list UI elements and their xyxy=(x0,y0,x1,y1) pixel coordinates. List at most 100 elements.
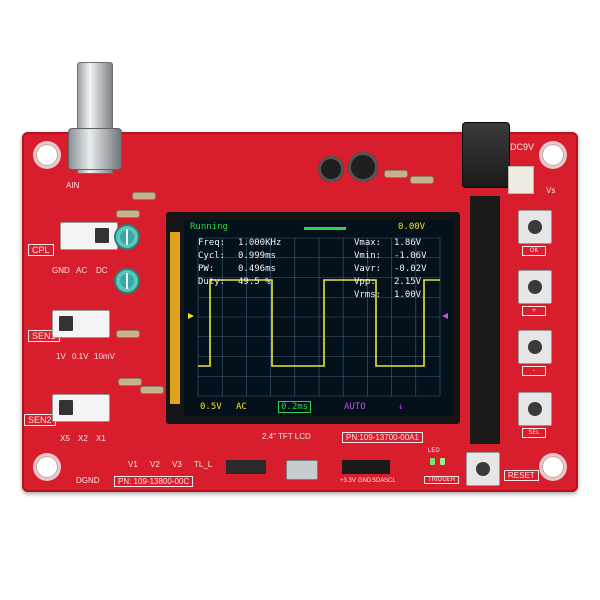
measurement-left-row: Freq:1.000KHz xyxy=(198,238,281,248)
i2c-pin-scl: SCL xyxy=(384,478,396,484)
trigger-edge: ↓ xyxy=(398,402,404,412)
measurement-right-label: Vrms: xyxy=(354,290,382,300)
usb-port[interactable] xyxy=(286,460,318,480)
measurement-right-value: 1.86V xyxy=(394,238,422,248)
trigger-marker xyxy=(188,313,194,319)
resistor xyxy=(116,330,140,338)
trim-potentiometer[interactable] xyxy=(116,226,138,248)
measurement-right-row: Vmin: -1.06V xyxy=(354,251,427,261)
measurement-right-value: 1.00V xyxy=(394,290,422,300)
sen2-option-x2: X2 xyxy=(78,434,88,443)
test-point-v1: V1 xyxy=(128,460,138,469)
measurement-left-value: 49.5 % xyxy=(238,277,271,287)
mounting-hole-bottom-right xyxy=(542,456,564,478)
power-connector[interactable] xyxy=(508,166,534,194)
coupling-mode: AC xyxy=(236,402,247,412)
trim-potentiometer[interactable] xyxy=(116,270,138,292)
resistor xyxy=(118,378,142,386)
plus-button[interactable] xyxy=(518,270,552,304)
measurement-left-value: 0.999ms xyxy=(238,251,276,261)
measurement-left-label: Duty: xyxy=(198,277,226,287)
mounting-hole-top-left xyxy=(36,144,58,166)
measurement-left-label: Freq: xyxy=(198,238,226,248)
offset-value: 0.00V xyxy=(398,222,426,232)
reset-button[interactable] xyxy=(466,452,500,486)
sen2-option-x5: X5 xyxy=(60,434,70,443)
measurement-left-label: Cycl: xyxy=(198,251,226,261)
test-point-v3: V3 xyxy=(172,460,182,469)
sel-button[interactable] xyxy=(518,392,552,426)
bnc-connector-base xyxy=(68,128,122,170)
resistor xyxy=(384,170,408,178)
i2c-pin-gnd: GND xyxy=(358,478,372,484)
i2c-pin-3v3: +3.3V xyxy=(340,478,356,484)
bnc-label: AIN xyxy=(66,181,80,190)
board-part-number: PN: 109-13800-00C xyxy=(114,476,194,487)
trigger-label: TRIGGER xyxy=(424,476,460,484)
trigger-mode: AUTO xyxy=(344,402,366,412)
test-point-v2: V2 xyxy=(150,460,160,469)
resistor xyxy=(140,386,164,394)
measurement-right-value: 2.15V xyxy=(394,277,422,287)
measurement-left-label: PW: xyxy=(198,264,215,274)
sel-button-label: SEL xyxy=(522,428,546,438)
square-waveform xyxy=(198,279,440,367)
measurement-right-label: Vpp: xyxy=(354,277,376,287)
measurement-right-row: Vmax: 1.86V xyxy=(354,238,421,248)
ground-label: DGND xyxy=(76,476,100,485)
status-running: Running xyxy=(190,222,228,232)
measurement-left-row: Cycl: 0.999ms xyxy=(198,251,276,261)
volts-per-div: 0.5V xyxy=(200,402,222,412)
mounting-hole-top-right xyxy=(542,144,564,166)
power-label: DC9V xyxy=(510,142,535,152)
resistor xyxy=(116,210,140,218)
measurement-left-row: Duty: 49.5 % xyxy=(198,277,271,287)
lcd-part-number: PN:109-13700-00A1 xyxy=(342,432,423,443)
sensitivity-switch-1[interactable] xyxy=(52,310,110,338)
measurement-right-value: -0.02V xyxy=(394,264,427,274)
measurement-right-label: Vavr: xyxy=(354,264,382,274)
reset-label: RESET xyxy=(504,470,539,481)
ok-button-label: OK xyxy=(522,246,546,256)
sen1-option-0-1v: 0.1V xyxy=(72,352,89,361)
time-per-div: 0.2ms xyxy=(278,401,312,413)
cpl-option-dc: DC xyxy=(96,266,108,275)
coupling-switch[interactable] xyxy=(60,222,118,250)
test-point-tl: TL_L xyxy=(194,460,213,469)
cpl-label: CPL xyxy=(28,244,54,256)
status-led xyxy=(430,458,435,465)
sensitivity-switch-2[interactable] xyxy=(52,394,110,422)
cpl-option-ac: AC xyxy=(76,266,88,275)
measurement-right-label: Vmin: xyxy=(354,251,382,261)
sen1-option-1v: 1V xyxy=(56,352,66,361)
ok-button[interactable] xyxy=(518,210,552,244)
connector-label: Vs xyxy=(546,186,556,195)
trigger-position-bar xyxy=(304,227,346,230)
pin-header xyxy=(470,196,500,444)
measurement-left-row: PW: 0.496ms xyxy=(198,264,276,274)
resistor xyxy=(410,176,434,184)
resistor xyxy=(132,192,156,200)
electrolytic-capacitor xyxy=(348,152,378,182)
measurement-left-value: 0.496ms xyxy=(238,264,276,274)
level-marker xyxy=(442,313,448,319)
minus-button[interactable] xyxy=(518,330,552,364)
lcd-size-label: 2.4" TFT LCD xyxy=(262,432,311,441)
sen1-option-10mv: 10mV xyxy=(94,352,115,361)
i2c-pin-sda: SDA xyxy=(372,478,385,484)
led-label: LED xyxy=(428,448,440,454)
electrolytic-capacitor xyxy=(318,156,344,182)
measurement-right-row: Vrms: 1.00V xyxy=(354,290,421,300)
cpl-option-gnd: GND xyxy=(52,266,70,275)
measurement-right-value: -1.06V xyxy=(394,251,427,261)
measurement-right-row: Vavr: -0.02V xyxy=(354,264,427,274)
lcd-flex-cable xyxy=(170,232,180,404)
waveform-grid xyxy=(188,237,448,397)
sen2-label: SEN2 xyxy=(24,414,56,426)
dc-power-jack[interactable] xyxy=(462,122,510,188)
measurement-right-row: Vpp: 2.15V xyxy=(354,277,421,287)
i2c-header[interactable] xyxy=(342,460,390,474)
plus-button-label: + xyxy=(522,306,546,316)
measurement-right-label: Vmax: xyxy=(354,238,382,248)
bottom-connector[interactable] xyxy=(226,460,266,474)
